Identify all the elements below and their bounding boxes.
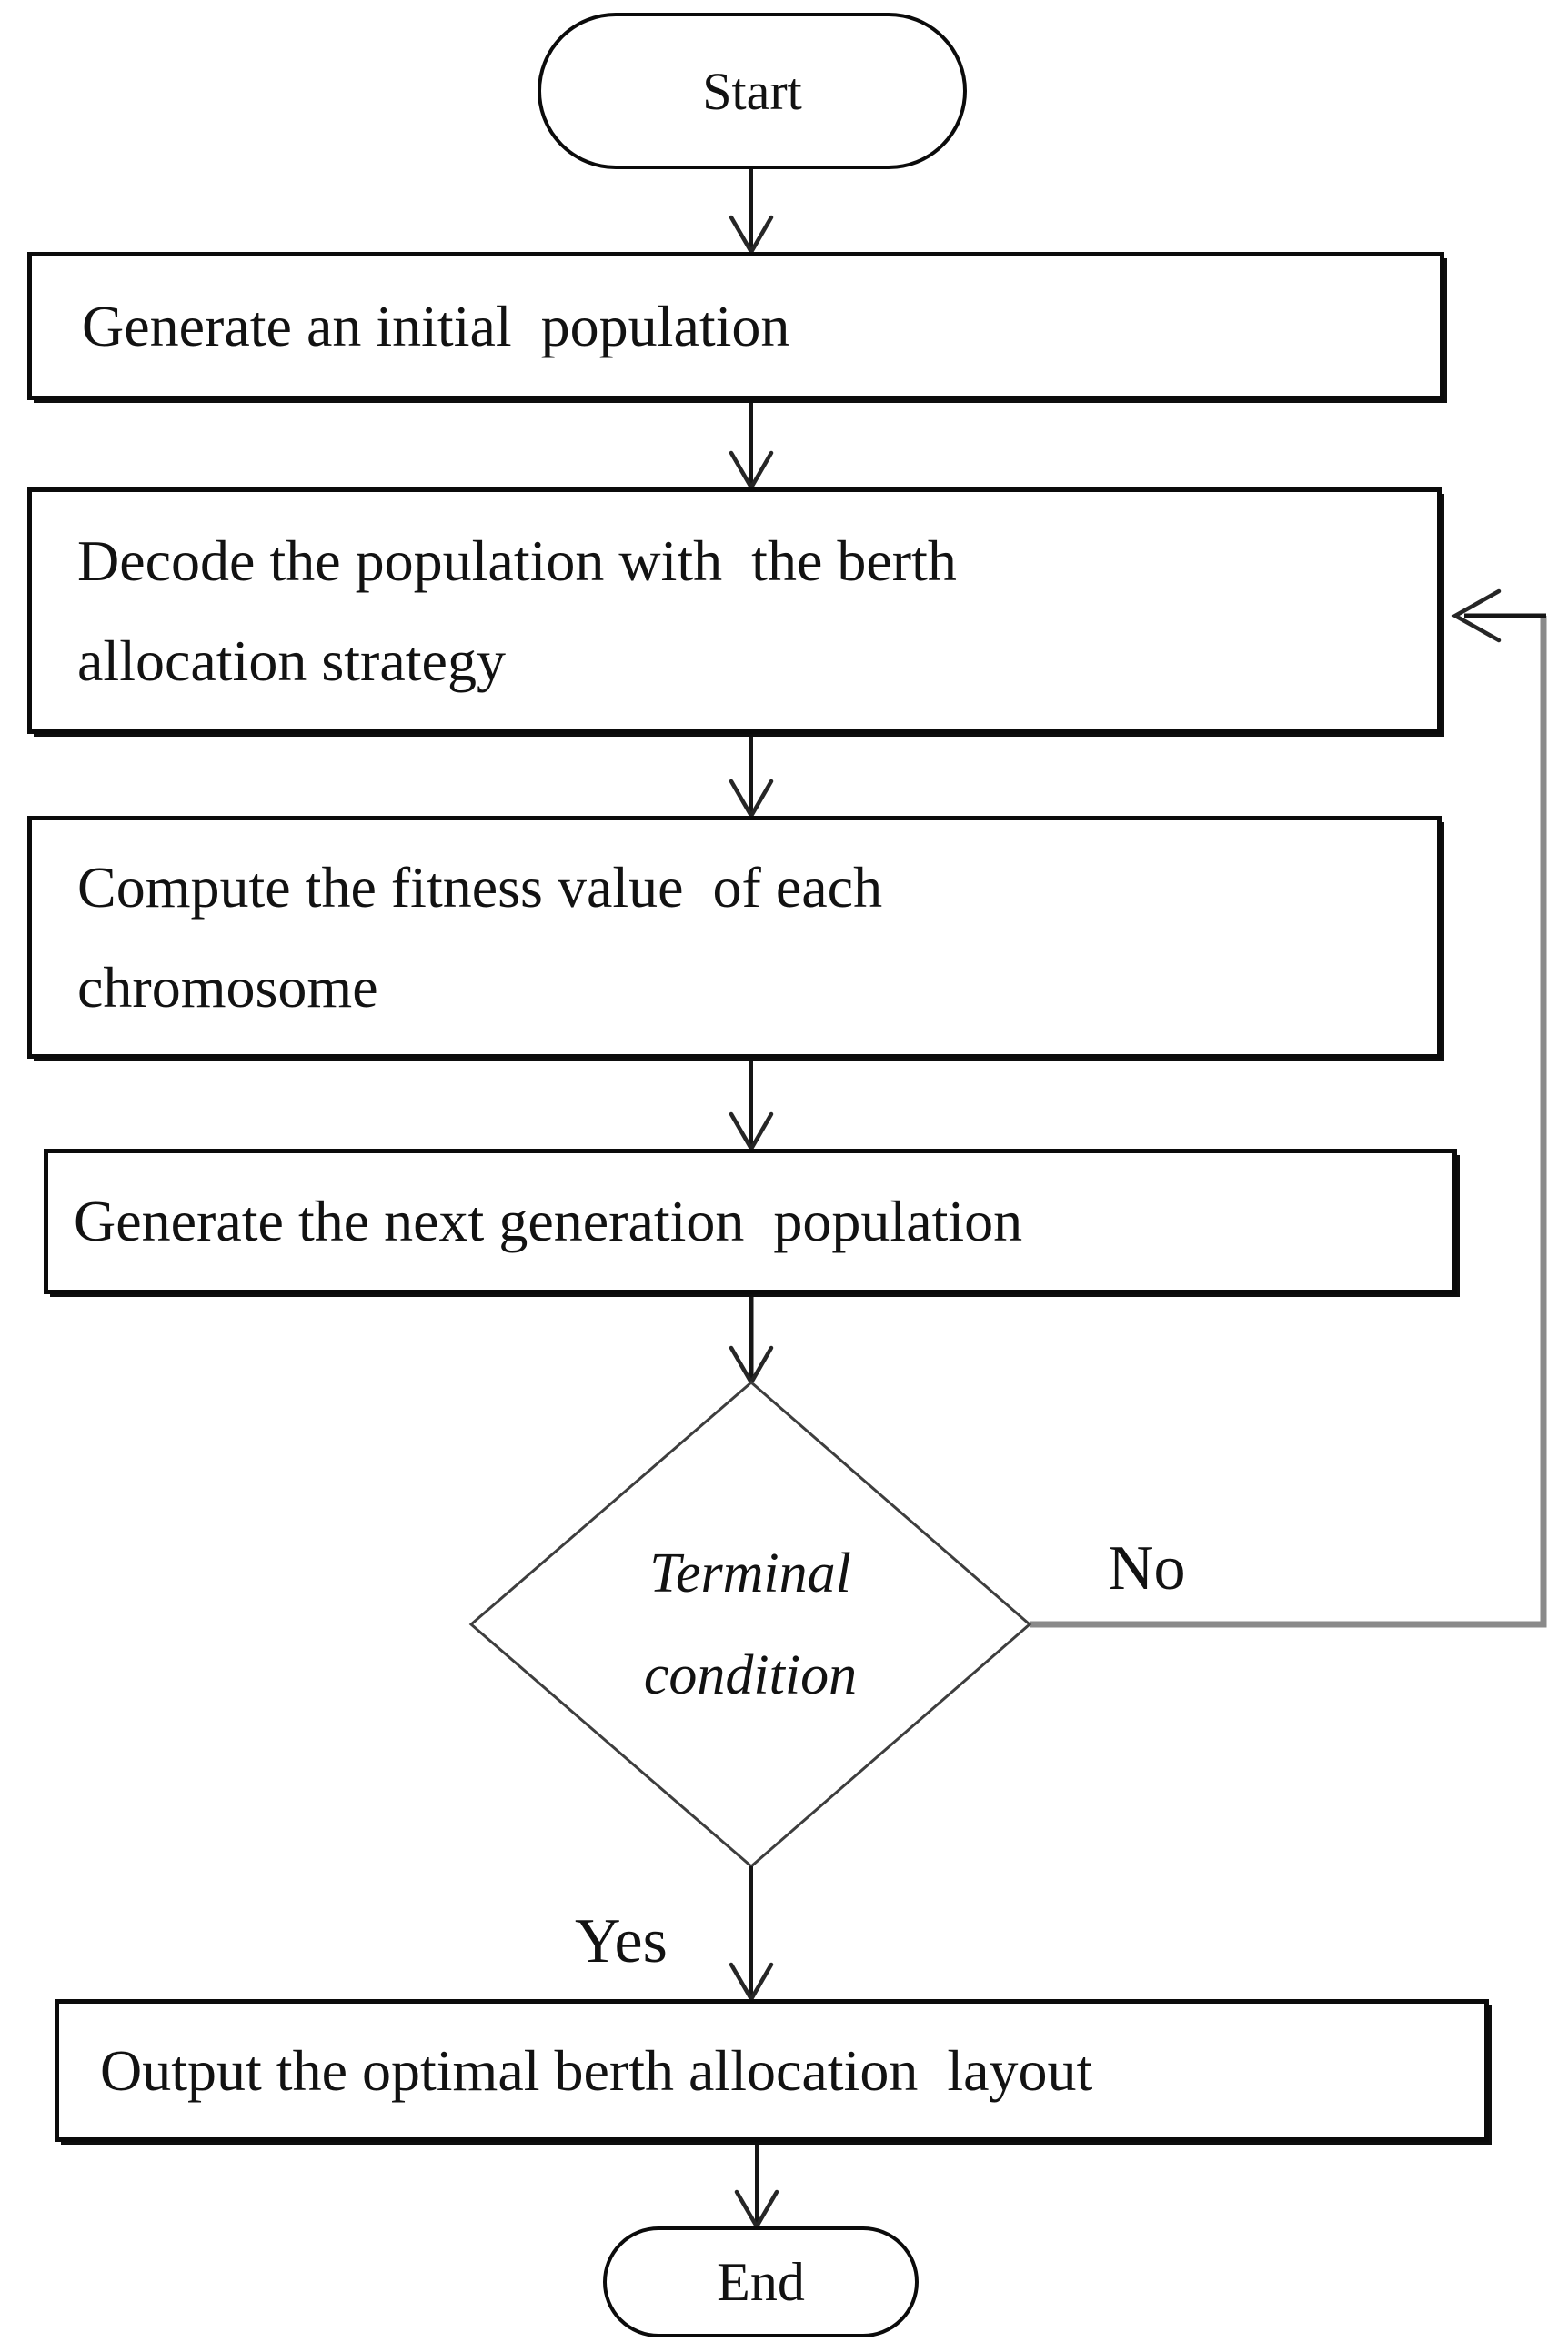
- yes-branch-label: Yes: [575, 1906, 668, 1976]
- start-node: Start: [538, 13, 967, 169]
- terminal-condition-label: Terminal condition: [562, 1523, 939, 1726]
- decode-population-label-line2: allocation strategy: [77, 628, 506, 693]
- arrowhead-left-icon: [1451, 588, 1502, 643]
- compute-fitness-node: Compute the fitness value of each chromo…: [27, 816, 1442, 1059]
- next-generation-label: Generate the next generation population: [74, 1189, 1023, 1253]
- terminal-condition-line2: condition: [643, 1644, 858, 1706]
- generate-initial-population-node: Generate an initial population: [27, 252, 1444, 400]
- generate-initial-population-label: Generate an initial population: [82, 293, 790, 358]
- end-label: End: [717, 2251, 805, 2312]
- no-branch-label: No: [1108, 1533, 1186, 1603]
- compute-fitness-label-line2: chromosome: [77, 954, 378, 1020]
- output-layout-node: Output the optimal berth allocation layo…: [55, 1999, 1489, 2142]
- output-layout-label: Output the optimal berth allocation layo…: [100, 2037, 1093, 2103]
- compute-fitness-label-line1: Compute the fitness value of each: [77, 854, 883, 920]
- end-node: End: [603, 2226, 919, 2337]
- decode-population-node: Decode the population with the berth all…: [27, 487, 1442, 734]
- start-label: Start: [702, 61, 802, 121]
- edge-no-feedback: [1030, 616, 1547, 1628]
- terminal-condition-line1: Terminal: [649, 1543, 851, 1604]
- next-generation-node: Generate the next generation population: [44, 1149, 1457, 1294]
- decode-population-label-line1: Decode the population with the berth: [77, 528, 957, 593]
